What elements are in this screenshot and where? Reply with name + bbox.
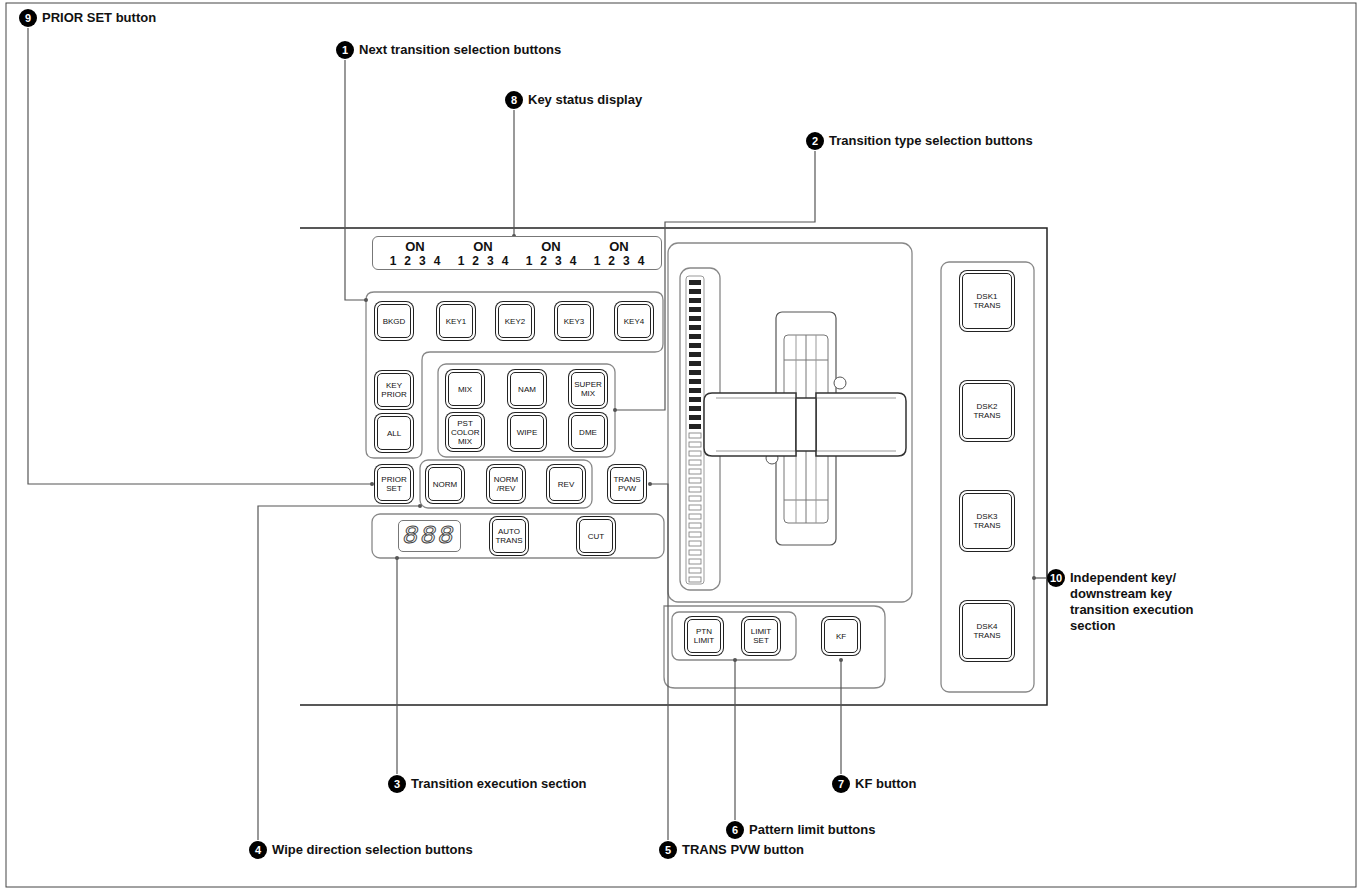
callout-label: Transition type selection buttons [829,133,1033,149]
panel-button: PST COLOR MIX [448,415,482,449]
button-label: CUT [588,532,604,541]
button-label: DSK4 TRANS [965,622,1009,640]
button-label: PRIOR SET [380,475,408,493]
status-key-numbers: 1234 [585,254,653,268]
panel-button: NAM [510,372,544,406]
status-on-text: ON [517,239,585,254]
panel-button: KEY4 [617,304,651,338]
panel-button: KEY1 [439,304,473,338]
panel-button: DSK4 TRANS [962,603,1012,659]
callout-number: 1 [336,41,354,59]
callout-label: Key status display [528,92,642,108]
panel-button: BKGD [377,304,411,338]
callout-number: 4 [249,841,267,859]
panel-button: REV [549,467,583,501]
panel-button: PRIOR SET [377,467,411,501]
button-label: LIMIT SET [747,627,775,645]
button-label: TRANS PVW [613,475,641,493]
panel-button: PTN LIMIT [687,619,721,653]
panel-button: CUT [579,519,613,553]
button-label: ALL [387,429,401,438]
button-label: WIPE [517,428,537,437]
callout-label: PRIOR SET button [42,10,156,26]
status-on-text: ON [585,239,653,254]
panel-button: DSK3 TRANS [962,493,1012,549]
button-label: PST COLOR MIX [451,419,479,446]
panel-button: TRANS PVW [610,467,644,501]
button-label: KEY1 [446,317,466,326]
status-key-numbers: 1234 [381,254,449,268]
panel-button: DME [571,415,605,449]
callout-number: 5 [659,841,677,859]
button-label: DSK3 TRANS [965,512,1009,530]
panel-button: ALL [377,416,411,450]
button-label: NAM [518,385,536,394]
panel-button: KEY2 [498,304,532,338]
callout-number: 8 [505,91,523,109]
button-label: SUPER MIX [574,380,602,398]
button-label: NORM /REV [492,475,520,493]
button-label: KEY4 [624,317,644,326]
panel-button: AUTO TRANS [492,519,526,553]
callout-label: Independent key/ downstream key transiti… [1070,570,1220,634]
button-label: DME [579,428,597,437]
button-label: NORM [433,480,457,489]
panel-button: KEY3 [557,304,591,338]
callout-number: 6 [726,821,744,839]
callout-number: 2 [806,132,824,150]
key-status-display: ONONONON1234123412341234 [372,236,662,270]
display-digits: 888 [403,521,456,551]
button-label: KF [836,632,846,641]
button-label: DSK1 TRANS [965,292,1009,310]
callout-label: Wipe direction selection buttons [272,842,473,858]
status-on-text: ON [381,239,449,254]
status-key-numbers: 1234 [449,254,517,268]
button-label: MIX [458,385,472,394]
callout-number: 9 [19,9,37,27]
button-label: BKGD [383,317,406,326]
button-label: KEY2 [505,317,525,326]
panel-button: SUPER MIX [571,372,605,406]
panel-button: NORM /REV [489,467,523,501]
segment-display: 888 [398,520,461,552]
button-label: DSK2 TRANS [965,402,1009,420]
panel-button: MIX [448,372,482,406]
callout-label: KF button [855,776,916,792]
button-label: KEY3 [564,317,584,326]
status-key-numbers: 1234 [517,254,585,268]
status-on-text: ON [449,239,517,254]
panel-button: WIPE [510,415,544,449]
button-label: PTN LIMIT [690,627,718,645]
panel-button: KEY PRIOR [377,373,411,407]
panel-button: KF [824,619,858,653]
panel-button: NORM [428,467,462,501]
callout-number: 10 [1047,569,1065,587]
callout-label: Pattern limit buttons [749,822,875,838]
callout-number: 7 [832,775,850,793]
panel-button: LIMIT SET [744,619,778,653]
button-label: REV [558,480,574,489]
callout-number: 3 [388,775,406,793]
callout-label: Next transition selection buttons [359,42,561,58]
button-label: KEY PRIOR [380,381,408,399]
panel-button: DSK2 TRANS [962,383,1012,439]
button-label: AUTO TRANS [495,527,523,545]
callout-label: Transition execution section [411,776,587,792]
panel-button: DSK1 TRANS [962,273,1012,329]
callout-label: TRANS PVW button [682,842,804,858]
